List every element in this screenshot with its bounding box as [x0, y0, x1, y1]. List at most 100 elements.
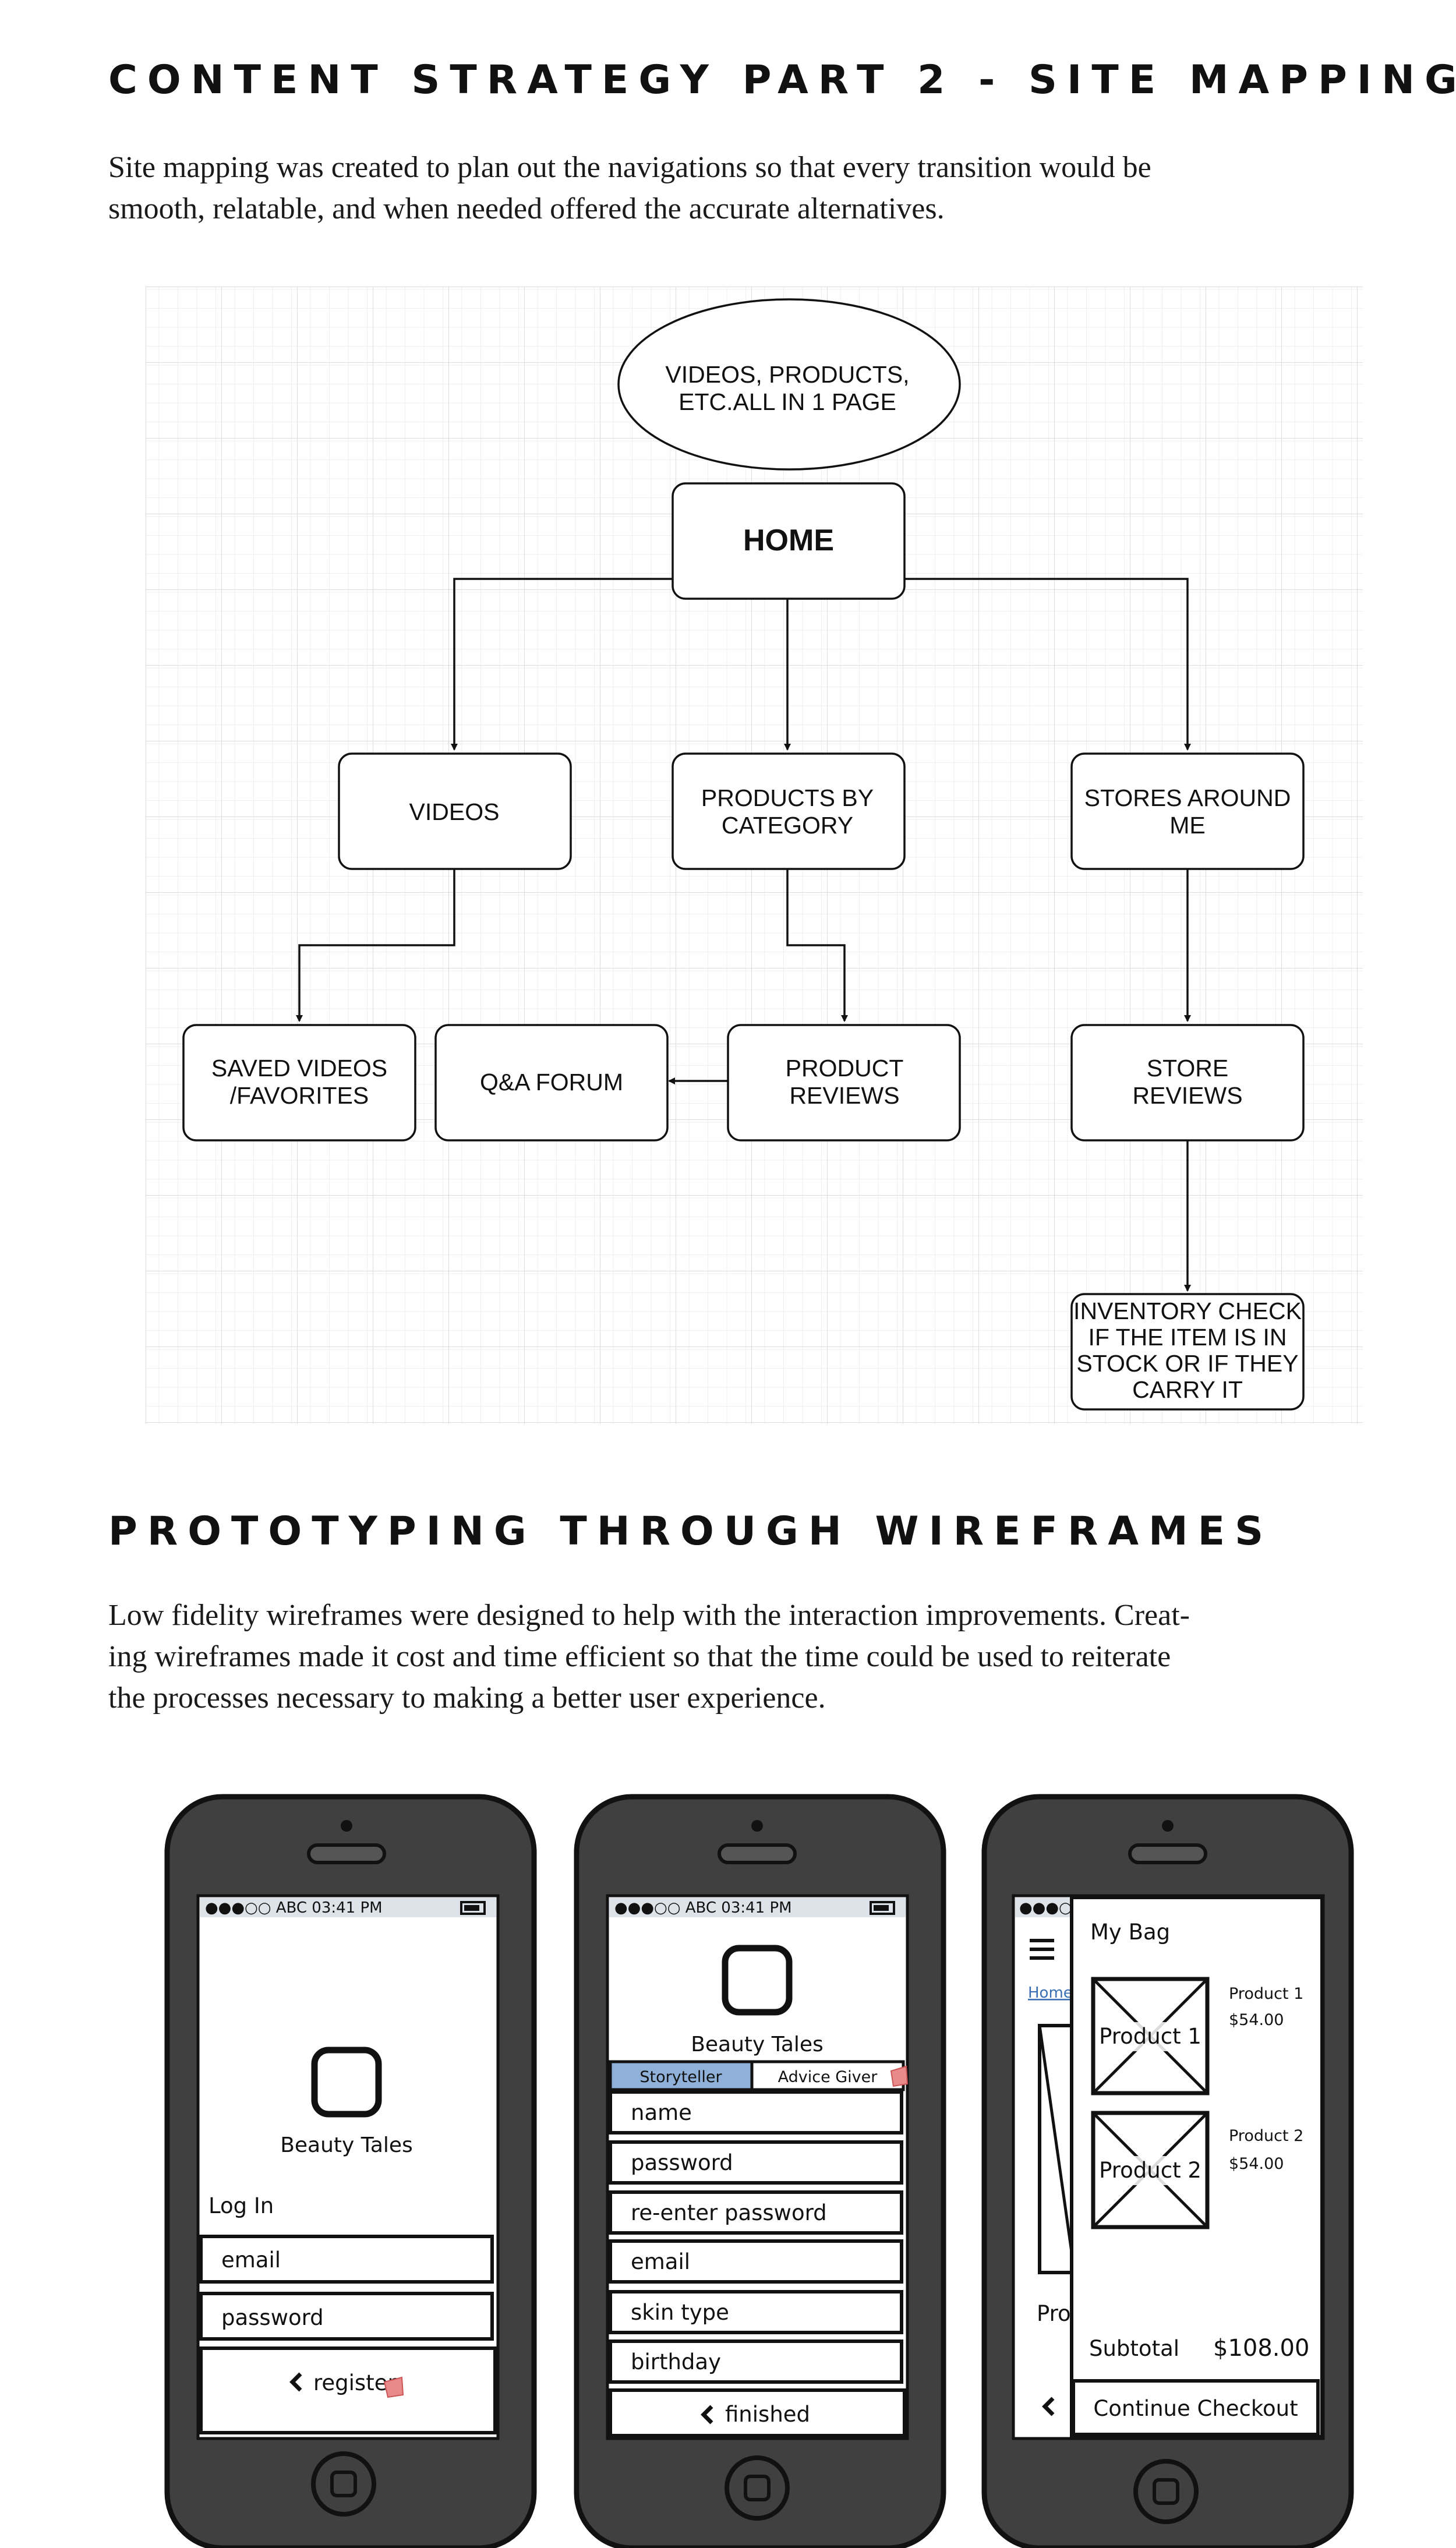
node-all-in-one-ellipse: [617, 298, 961, 471]
node-videos: [338, 752, 572, 870]
product-2-name: Product 2: [1229, 2127, 1303, 2145]
app-name: Beauty Tales: [280, 2133, 413, 2157]
finished-label: finished: [725, 2402, 810, 2427]
cursor-icon: [383, 2376, 404, 2398]
home-label: HOME: [743, 524, 834, 557]
home-button[interactable]: [725, 2455, 790, 2521]
paragraph-line: Site mapping was created to plan out the…: [108, 151, 1151, 184]
node-store-reviews: [1070, 1024, 1305, 1142]
phone-login-wireframe: ●●●○○ ABC 03:41 PM Beauty Tales Log In e…: [164, 1794, 537, 2548]
battery-icon: [870, 1901, 895, 1915]
node-products-by-category: [672, 752, 906, 870]
connector-videos-saved: [296, 869, 455, 1022]
app-name: Beauty Tales: [691, 2033, 824, 2056]
wireframes-heading: PROTOTYPING THROUGH WIREFRAMES: [108, 1508, 1274, 1554]
app-logo: [722, 1945, 793, 2016]
paragraph-line: the processes necessary to making a bett…: [108, 1681, 826, 1715]
node-inventory-check: [1070, 1293, 1305, 1411]
status-bar: [1015, 1897, 1073, 1917]
field-label: password: [631, 2150, 733, 2175]
status-bar: [200, 1897, 496, 1917]
register-button[interactable]: [199, 2346, 497, 2434]
home-button-square-icon: [1153, 2478, 1179, 2505]
password-field-text: password: [221, 2305, 324, 2330]
field-label: name: [631, 2100, 692, 2125]
wireframes-paragraph: Low fidelity wireframes were designed to…: [108, 1595, 1366, 1719]
saved-label: SAVED VIDEOS/FAVORITES: [211, 1055, 387, 1109]
product-2-image-label: Product 2: [1099, 2158, 1201, 2183]
phone-speaker: [718, 1843, 797, 1864]
home-button[interactable]: [311, 2451, 376, 2517]
status-text: ●●●○○ ABC 03:41 PM: [614, 1899, 792, 1917]
node-saved-videos: [182, 1024, 416, 1142]
connector-home-videos: [451, 578, 673, 751]
chevron-left-icon: [289, 2372, 302, 2392]
phone-camera: [1162, 1820, 1174, 1832]
email-field[interactable]: [199, 2235, 494, 2284]
battery-icon: [460, 1901, 486, 1915]
paragraph-line: Low fidelity wireframes were designed to…: [108, 1599, 1190, 1632]
paragraph-line: smooth, relatable, and when needed offer…: [108, 192, 945, 225]
name-field[interactable]: [609, 2090, 903, 2134]
connector-products-reviews: [786, 869, 848, 1022]
hamburger-menu-icon[interactable]: [1030, 1939, 1054, 1960]
tab-storyteller[interactable]: [609, 2060, 754, 2091]
field-label: birthday: [631, 2349, 721, 2374]
site-map-diagram: VIDEOS, PRODUCTS,ETC.ALL IN 1 PAGE HOME …: [146, 287, 1363, 1424]
phone-speaker: [1128, 1843, 1207, 1864]
birthday-field[interactable]: [609, 2340, 903, 2384]
email-field[interactable]: [609, 2239, 903, 2284]
cursor-icon: [890, 2065, 909, 2087]
phone-camera: [341, 1820, 352, 1832]
field-label: re-enter password: [631, 2200, 827, 2225]
password-field[interactable]: [199, 2292, 494, 2341]
login-label: Log In: [208, 2193, 274, 2218]
home-button[interactable]: [1133, 2459, 1199, 2524]
node-home: [672, 482, 906, 600]
continue-checkout-label: Continue Checkout: [1093, 2396, 1298, 2421]
bag-title: My Bag: [1090, 1920, 1170, 1945]
node-stores-around-me: [1070, 752, 1305, 870]
connector-home-stores: [903, 578, 1191, 751]
tab-storyteller-label: Storyteller: [639, 2068, 722, 2086]
field-label: email: [631, 2249, 690, 2274]
node-qa-forum: [434, 1024, 669, 1142]
phone-register-wireframe: ●●●○○ ABC 03:41 PM Beauty Tales Storytel…: [574, 1794, 946, 2548]
password-field[interactable]: [609, 2140, 903, 2185]
finished-button[interactable]: [609, 2388, 906, 2437]
subtotal-label: Subtotal: [1089, 2336, 1179, 2361]
tab-advice-giver-label: Advice Giver: [778, 2068, 878, 2086]
skin-type-field[interactable]: [609, 2290, 903, 2334]
subtotal-value: $108.00: [1213, 2335, 1309, 2362]
product-1-price: $54.00: [1229, 2011, 1284, 2029]
reenter-password-field[interactable]: [609, 2190, 903, 2235]
site-mapping-paragraph: Site mapping was created to plan out the…: [108, 147, 1366, 229]
chevron-left-icon: [1042, 2397, 1055, 2416]
status-text: ●●●○: [1019, 1899, 1072, 1917]
phone-camera: [751, 1820, 763, 1832]
phone-bag-wireframe: ●●●○ Home Pro My Bag Product 1 Product 1…: [981, 1794, 1354, 2548]
product-1-name: Product 1: [1229, 1985, 1303, 2003]
status-text: ●●●○○ ABC 03:41 PM: [205, 1899, 383, 1917]
home-link[interactable]: Home: [1028, 1984, 1073, 2002]
phone-speaker: [307, 1843, 386, 1864]
email-field-text: email: [221, 2247, 281, 2273]
partial-label: Pro: [1037, 2301, 1071, 2326]
product-2-price: $54.00: [1229, 2155, 1284, 2173]
qa-label: Q&A FORUM: [480, 1069, 623, 1095]
register-label: register: [313, 2370, 397, 2395]
home-button-square-icon: [744, 2475, 771, 2501]
product-1-image-label: Product 1: [1099, 2024, 1201, 2049]
tab-advice-giver[interactable]: [750, 2060, 905, 2091]
app-logo: [311, 2047, 382, 2118]
site-mapping-heading: CONTENT STRATEGY PART 2 - SITE MAPPING: [108, 57, 1456, 103]
ellipse-label: VIDEOS, PRODUCTS,ETC.ALL IN 1 PAGE: [665, 361, 909, 415]
continue-checkout-button[interactable]: [1072, 2379, 1320, 2436]
home-button-square-icon: [330, 2471, 357, 2497]
status-bar: [609, 1897, 906, 1917]
